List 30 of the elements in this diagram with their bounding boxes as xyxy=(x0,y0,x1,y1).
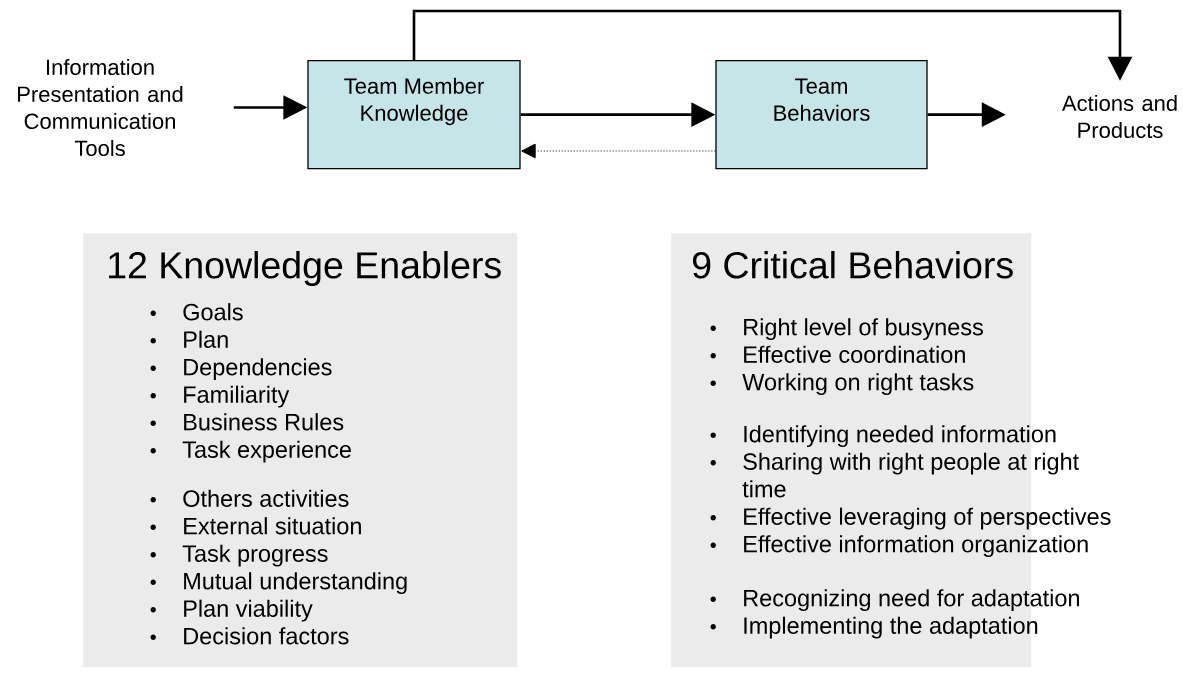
bullet-item: External situation xyxy=(150,517,361,535)
bullet-item: Implementing the adaptation xyxy=(710,616,1038,639)
bullet-item: Goals xyxy=(150,303,243,321)
bullet-item: Effective coordination xyxy=(710,345,965,363)
bullet-item: Right level of busyness xyxy=(710,318,983,341)
bullet-item: Mutual understanding xyxy=(150,572,407,595)
bullet-item: Familiarity xyxy=(150,385,290,408)
source-text: Information Presentation and Communication Tools xyxy=(18,58,183,157)
bullet-item: Plan viability xyxy=(150,599,313,622)
bullet-item: Effective leveraging of perspectives xyxy=(710,507,1111,530)
bullet-item: Decision factors xyxy=(150,627,349,645)
dotted-arrow xyxy=(521,143,716,159)
panel-heading: 9 Critical Behaviors xyxy=(692,251,1013,279)
panel-heading: 12 Knowledge Enablers xyxy=(109,251,501,286)
bullet-item: Others activities xyxy=(150,489,349,507)
bullet-item: Working on right tasks xyxy=(710,373,974,396)
bullet-item: Sharing with right people at right time xyxy=(710,452,1079,498)
process-box: Team Behaviors xyxy=(715,60,928,170)
bullet-item: Plan xyxy=(150,330,228,348)
bullet-item: Business Rules xyxy=(150,413,344,431)
list-panel xyxy=(83,233,518,668)
bullet-item: Task experience xyxy=(150,440,351,463)
list-panel xyxy=(671,233,1111,668)
bullet-item: Identifying needed information xyxy=(710,425,1056,448)
bullet-item: Recognizing need for adaptation xyxy=(710,589,1079,612)
bullet-item: Task progress xyxy=(150,544,328,567)
bullet-item: Dependencies xyxy=(150,358,332,381)
bullet-item: Effective information organization xyxy=(710,535,1088,558)
output-text: Actions and Products xyxy=(1061,94,1177,139)
process-box: Team Member Knowledge xyxy=(307,60,521,170)
